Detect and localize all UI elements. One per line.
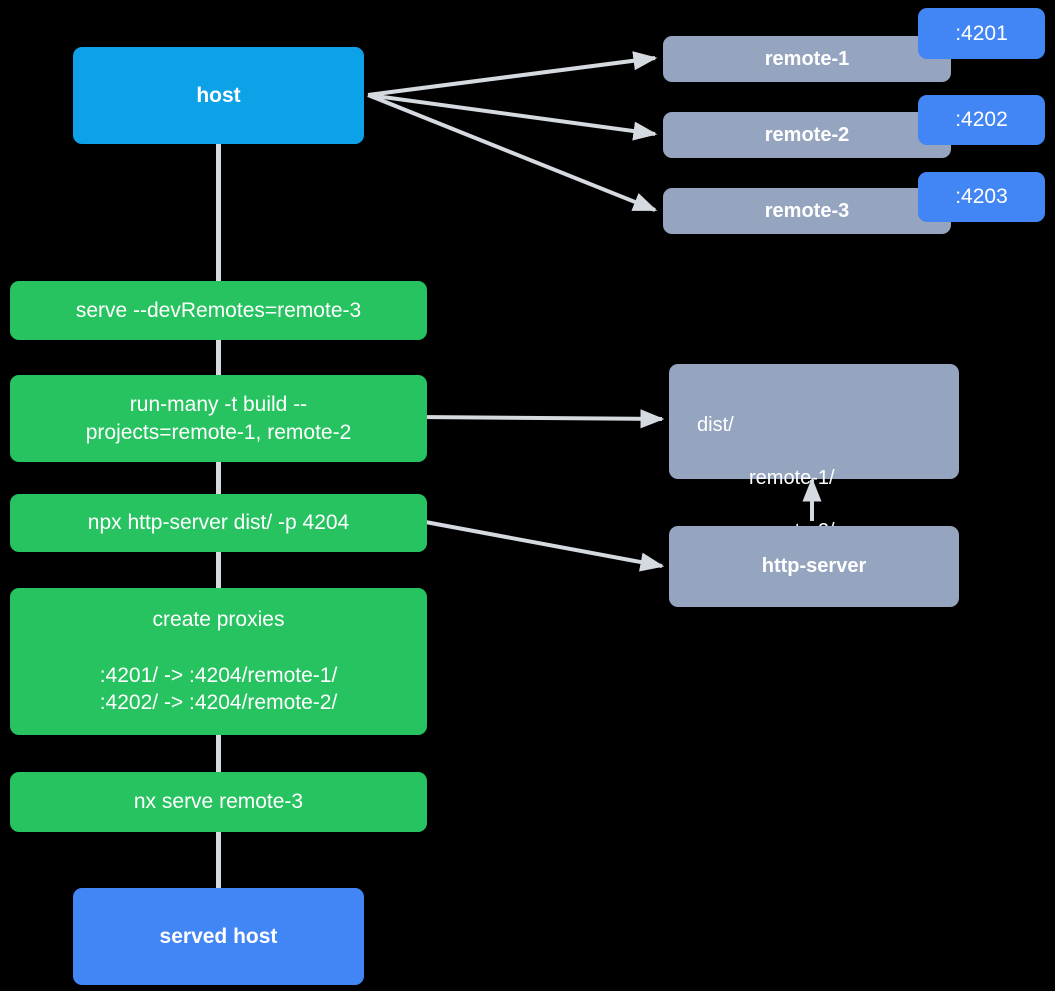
node-command-nx-serve-remote-3-label: nx serve remote-3 [133,790,304,814]
port-badge-remote-1-label: :4201 [955,21,1008,45]
node-command-create-proxies[interactable]: create proxies :4201/ -> :4204/remote-1/… [10,588,427,735]
node-host[interactable]: host [73,47,364,144]
node-http-server-label: http-server [761,555,867,578]
node-command-run-many[interactable]: run-many -t build -- projects=remote-1, … [10,375,427,462]
dist-folder-root: dist/ [697,414,734,437]
node-command-run-many-label: run-many -t build -- projects=remote-1, … [85,392,352,444]
dist-folder-remote-1: remote-1/ [749,467,835,490]
port-badge-remote-2-label: :4202 [955,108,1008,132]
node-dist-folder[interactable]: dist/ remote-1/ remote-2/ [669,364,959,542]
create-proxies-mapping-2: :4202/ -> :4204/remote-2/ [99,691,338,715]
node-command-npx-http-server[interactable]: npx http-server dist/ -p 4204 [10,494,427,552]
edge-host-to-remote-1 [367,51,658,97]
node-remote-3[interactable]: remote-3 [663,188,951,234]
node-remote-3-label: remote-3 [764,199,850,222]
node-remote-1[interactable]: remote-1 [663,36,951,82]
edge-npx-http-server-to-http-server [419,519,665,572]
node-command-serve-devremotes-label: serve --devRemotes=remote-3 [75,298,362,322]
node-command-npx-http-server-label: npx http-server dist/ -p 4204 [87,511,350,535]
node-host-label: host [196,83,241,107]
spine-proxies-to-nx-serve [216,731,221,773]
port-badge-remote-3-label: :4203 [955,185,1008,209]
spine-host-to-serve [216,140,221,285]
node-remote-2-label: remote-2 [764,123,850,146]
edge-run-many-to-dist [417,409,665,429]
port-badge-remote-2[interactable]: :4202 [918,95,1045,145]
node-command-nx-serve-remote-3[interactable]: nx serve remote-3 [10,772,427,832]
node-command-serve-devremotes[interactable]: serve --devRemotes=remote-3 [10,281,427,340]
spine-nx-serve-to-served-host [216,830,221,890]
node-remote-1-label: remote-1 [764,47,850,70]
create-proxies-mapping-1: :4201/ -> :4204/remote-1/ [99,663,338,687]
edge-host-to-remote-3 [367,93,658,212]
edge-host-to-remote-2 [367,93,658,141]
node-served-host[interactable]: served host [73,888,364,985]
node-remote-2[interactable]: remote-2 [663,112,951,158]
node-http-server[interactable]: http-server [669,526,959,607]
spine-serve-to-run-many [216,336,221,378]
spine-run-many-to-npx [216,459,221,496]
port-badge-remote-3[interactable]: :4203 [918,172,1045,222]
port-badge-remote-1[interactable]: :4201 [918,8,1045,59]
create-proxies-title: create proxies [152,607,285,631]
node-served-host-label: served host [159,924,278,948]
spine-npx-to-proxies [216,549,221,593]
